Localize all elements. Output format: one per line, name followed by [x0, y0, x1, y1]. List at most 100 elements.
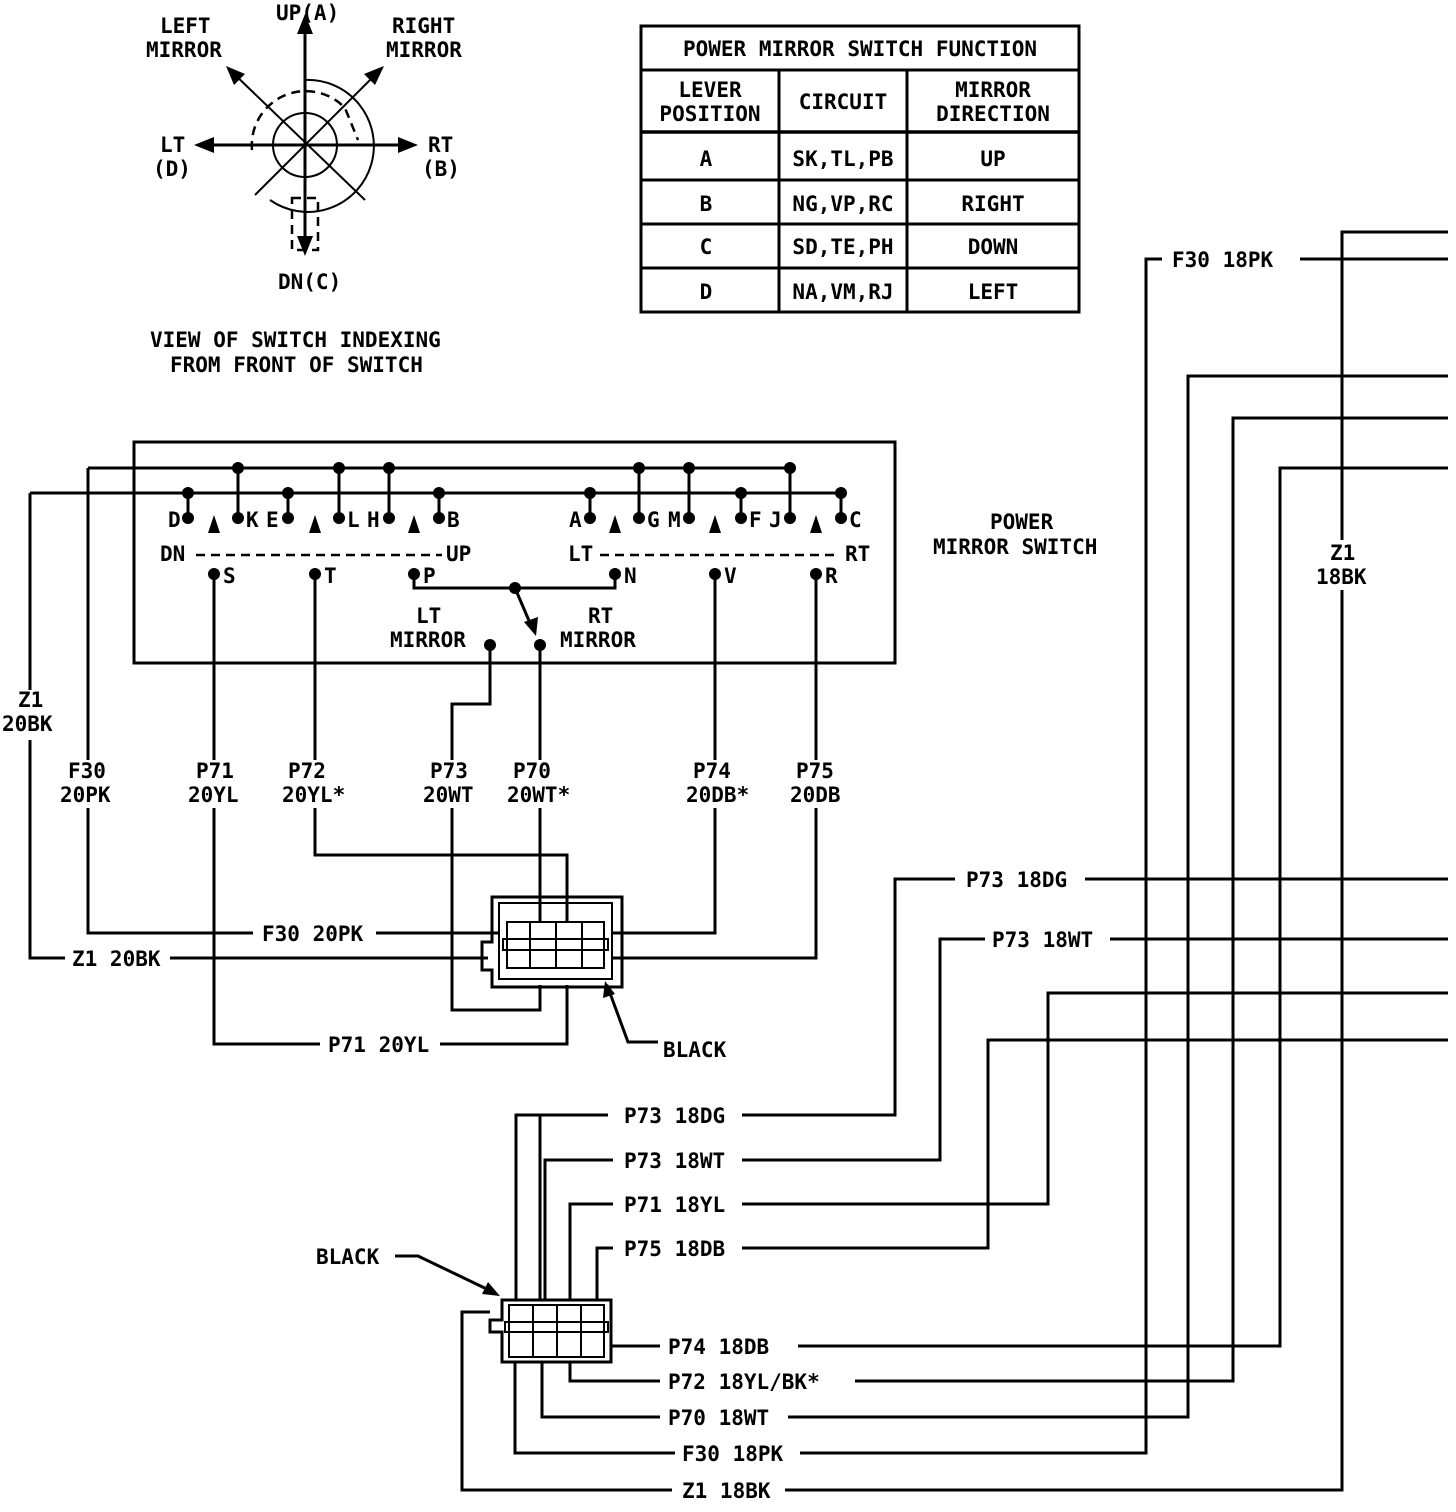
terminal-h: H — [367, 508, 380, 532]
lt-mirror-label-1: LT — [416, 604, 441, 628]
wire-p71-20yl — [212, 574, 569, 1046]
conn2-p72-18ylbk-label: P72 18YL/BK* — [668, 1370, 820, 1394]
harness-f30-18pk-label: F30 18PK — [1172, 248, 1274, 272]
wire-z1-18bk — [460, 230, 1448, 1492]
dn-detent-dashed — [290, 196, 320, 252]
contact-rt-label: RT — [845, 542, 870, 566]
conn1-p71-label: P71 20YL — [328, 1033, 429, 1057]
left-arrow-icon — [194, 137, 214, 153]
down-arrow-icon — [297, 236, 313, 256]
switch-name-1: POWER — [990, 510, 1054, 534]
terminal-b: B — [447, 508, 460, 532]
wire-f30-20pk-label-1: F30 — [68, 759, 106, 783]
wire-f30-18pk — [513, 257, 1448, 1455]
index-dashed-arc — [250, 89, 360, 151]
contact-p-arrow-icon — [408, 515, 420, 533]
connector-1-leader-arrow-icon — [603, 981, 615, 998]
header-direction: DIRECTION — [936, 102, 1050, 126]
connector-2-shell — [488, 1298, 613, 1364]
harness-p73-18dg-label: P73 18DG — [966, 868, 1067, 892]
right-arrow-icon — [398, 137, 418, 153]
wire-p71-18yl — [568, 991, 1448, 1300]
harness-z1-label-2: 18BK — [1316, 565, 1367, 589]
wire-p70-20wt-label-2: 20WT* — [507, 783, 570, 807]
contact-v-arrow-icon — [709, 515, 721, 533]
switch-view-caption-1: VIEW OF SWITCH INDEXING — [150, 328, 441, 352]
switch-name-2: MIRROR SWITCH — [933, 535, 1097, 559]
connector-1: BLACK — [480, 895, 727, 1062]
selector-arrow-icon — [524, 617, 538, 636]
wire-p71-20yl-label-1: P71 — [196, 759, 234, 783]
terminal-p: P — [423, 564, 436, 588]
contact-s-arrow-icon — [208, 515, 220, 533]
terminal-v: V — [724, 564, 737, 588]
header-lever: LEVER — [678, 78, 742, 102]
right-harness: P73 18DG P73 18WT F30 18PK Z1 18BK — [966, 248, 1448, 952]
conn1-f30-label: F30 20PK — [262, 922, 364, 946]
wire-f30-20pk-label-2: 20PK — [60, 783, 111, 807]
terminal-c: C — [849, 508, 862, 532]
lt-d-label: (D) — [153, 157, 191, 181]
conn2-p75-18db-label: P75 18DB — [624, 1237, 725, 1261]
wire-p73-20wt-label-1: P73 — [430, 759, 468, 783]
row-a-position: A — [700, 147, 713, 171]
rt-mirror-label-2: MIRROR — [560, 628, 636, 652]
left-mirror-label-2: MIRROR — [146, 38, 222, 62]
connector-2-color: BLACK — [316, 1245, 380, 1269]
terminal-d: D — [168, 508, 181, 532]
conn2-p73-18wt-label: P73 18WT — [624, 1149, 725, 1173]
wire-p72-20yl-label-2: 20YL* — [282, 783, 345, 807]
row-d-direction: LEFT — [968, 280, 1019, 304]
wire-p74-20db — [612, 574, 717, 935]
terminal-l: L — [347, 508, 360, 532]
row-a-circuit: SK,TL,PB — [792, 147, 893, 171]
harness-p73-18wt-label: P73 18WT — [992, 928, 1093, 952]
switch-wires: Z1 20BK F30 20PK P71 20YL P72 20YL* P73 … — [2, 468, 841, 1057]
contact-n-arrow-icon — [609, 515, 621, 533]
conn2-f30-18pk-label: F30 18PK — [682, 1442, 784, 1466]
wire-p72-20yl-label-1: P72 — [288, 759, 326, 783]
conn2-p73-18dg-label: P73 18DG — [624, 1104, 725, 1128]
row-c-direction: DOWN — [968, 235, 1019, 259]
connector-1-leader — [605, 984, 658, 1044]
wire-p74-20db-label-1: P74 — [693, 759, 731, 783]
left-mirror-arrow-icon — [226, 66, 245, 85]
table-frame — [639, 24, 1081, 314]
diag-right-mirror — [254, 69, 381, 196]
up-arrow-icon — [297, 14, 313, 34]
terminal-t: T — [324, 564, 337, 588]
terminal-k: K — [246, 508, 259, 532]
rt-b-label: (B) — [422, 157, 460, 181]
wire-p75-20db-label-1: P75 — [796, 759, 834, 783]
connector-2-leader-arrow-icon — [482, 1282, 500, 1296]
terminal-j: J — [769, 508, 782, 532]
connector-1-shell — [480, 895, 624, 989]
connector-1-color: BLACK — [663, 1038, 727, 1062]
row-d-position: D — [700, 280, 713, 304]
conn2-p70-18wt-label: P70 18WT — [668, 1406, 769, 1430]
wire-z1-20bk-label-2: 20BK — [2, 712, 53, 736]
table-title: POWER MIRROR SWITCH FUNCTION — [683, 37, 1037, 61]
switch-view-caption-2: FROM FRONT OF SWITCH — [170, 353, 423, 377]
up-a-label: UP(A) — [276, 1, 339, 25]
diag-left-mirror — [229, 69, 366, 201]
contact-t-arrow-icon — [309, 515, 321, 533]
wire-p70-18wt — [540, 374, 1448, 1419]
terminal-e: E — [266, 508, 279, 532]
conn2-p71-18yl-label: P71 18YL — [624, 1193, 725, 1217]
function-table: POWER MIRROR SWITCH FUNCTION LEVER POSIT… — [639, 24, 1081, 314]
terminal-n: N — [624, 564, 637, 588]
wire-f30-20pk — [86, 468, 253, 935]
wire-p70-20wt-label-1: P70 — [513, 759, 551, 783]
row-c-position: C — [700, 235, 713, 259]
wire-p72-20yl — [313, 574, 569, 922]
left-mirror-label-1: LEFT — [160, 14, 211, 38]
header-circuit: CIRCUIT — [799, 90, 888, 114]
harness-z1-label-1: Z1 — [1330, 541, 1355, 565]
terminal-r: R — [825, 564, 838, 588]
contact-dn-label: DN — [160, 542, 185, 566]
row-b-position: B — [700, 192, 713, 216]
terminal-s: S — [223, 564, 236, 588]
contact-up-label: UP — [446, 542, 471, 566]
